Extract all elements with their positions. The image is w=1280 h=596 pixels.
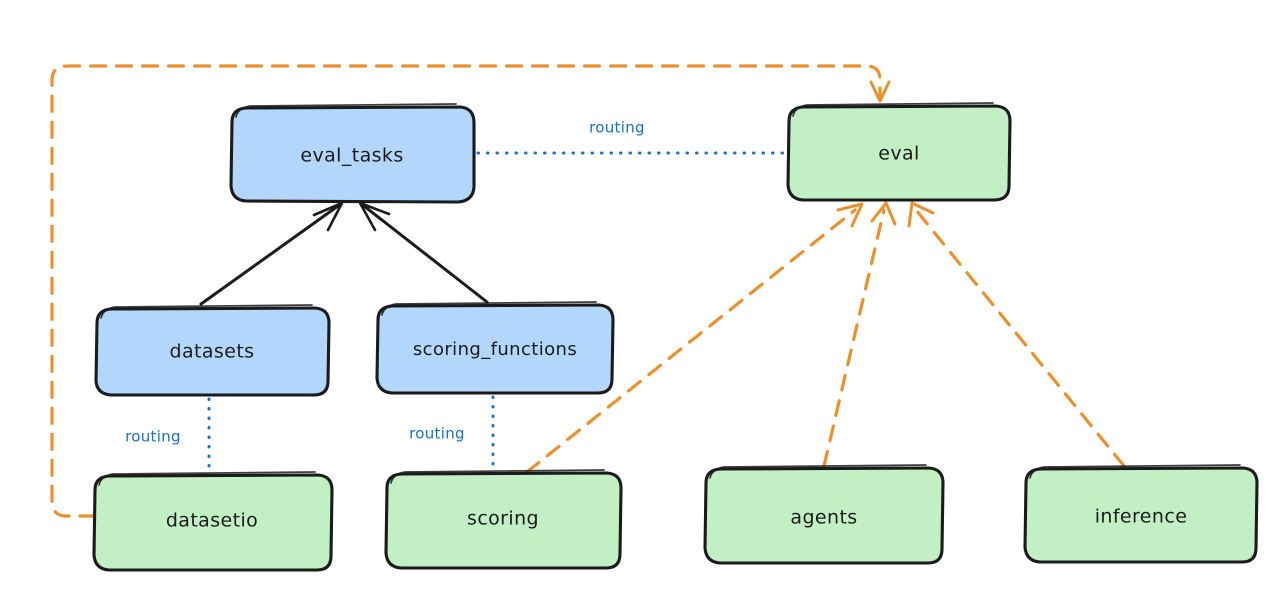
node-inference[interactable]: inference [1023, 464, 1259, 564]
edge-agents-to-eval-arrowhead [870, 201, 897, 226]
edge-label-routing-scoring: routing [409, 425, 465, 443]
node-eval_tasks-sketch [235, 103, 457, 118]
edge-label-routing-eval: routing [589, 119, 645, 137]
node-datasets-sketch [100, 304, 313, 319]
routing-edges [207, 151, 788, 475]
composition-edges [199, 201, 489, 306]
node-datasetio-label: datasetio [166, 510, 258, 532]
node-datasetio-shape [92, 473, 334, 572]
node-scoring_functions-label: scoring_functions [413, 339, 577, 360]
node-scoring-label: scoring [467, 508, 539, 530]
node-agents-sketch [709, 464, 927, 479]
node-inference-shape [1023, 466, 1259, 564]
node-datasets-shape [94, 306, 331, 397]
node-scoring_functions-sketch [381, 301, 597, 316]
edge-scoring_functions-to-eval_tasks [362, 204, 489, 304]
edge-scoring-to-eval [525, 208, 857, 474]
node-scoring[interactable]: scoring [384, 469, 623, 570]
node-eval-label: eval [878, 143, 919, 165]
edge-datasets-to-eval_tasks [199, 204, 340, 306]
node-agents[interactable]: agents [703, 464, 945, 565]
edge-label-routing-datasetio: routing [125, 428, 181, 446]
node-datasets-label: datasets [170, 341, 255, 363]
node-eval_tasks-label: eval_tasks [300, 145, 403, 167]
node-eval-shape [786, 104, 1012, 202]
edge-scoring-to-eval-arrowhead [836, 202, 864, 228]
edge-inference-to-eval [914, 208, 1126, 468]
node-inference-sketch [1029, 464, 1241, 479]
node-scoring_functions[interactable]: scoring_functions [375, 301, 615, 395]
edge-datasetio-to-eval [50, 64, 882, 518]
edge-agents-to-eval [822, 208, 886, 468]
node-datasetio[interactable]: datasetio [92, 471, 334, 572]
dependency-edges [50, 64, 1126, 518]
node-datasetio-sketch [98, 471, 316, 486]
node-datasets[interactable]: datasets [94, 304, 331, 397]
edge-datasetio-to-eval-arrowhead [869, 80, 891, 103]
node-scoring-shape [384, 471, 623, 570]
node-eval_tasks-shape [229, 105, 476, 204]
node-inference-label: inference [1095, 506, 1188, 528]
edge-labels: routing routing routing [125, 119, 645, 446]
node-eval_tasks[interactable]: eval_tasks [229, 103, 476, 204]
node-eval-sketch [792, 102, 994, 117]
node-scoring_functions-shape [375, 303, 615, 395]
node-scoring-sketch [390, 469, 605, 484]
node-agents-shape [703, 466, 945, 565]
edge-inference-to-eval-arrowhead [907, 201, 935, 228]
node-agents-label: agents [790, 507, 857, 529]
node-eval[interactable]: eval [786, 102, 1012, 202]
